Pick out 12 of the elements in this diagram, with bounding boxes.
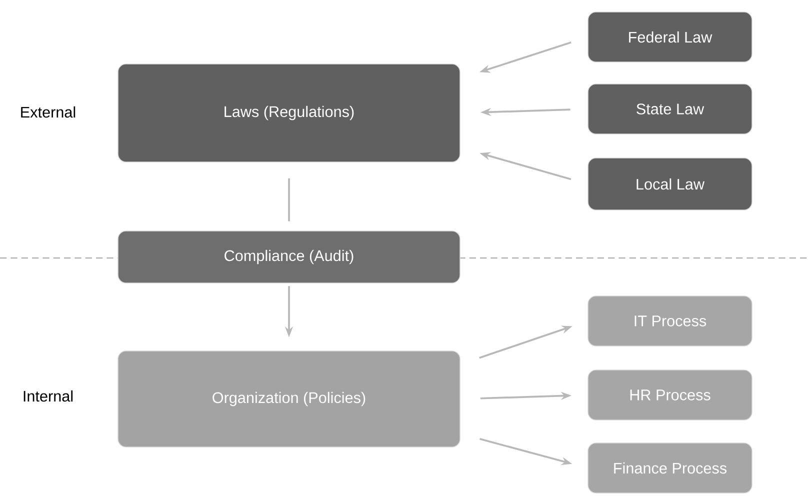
process-box: Local Law <box>588 158 752 210</box>
process-box: Finance Process <box>588 442 752 494</box>
zone-label: Internal <box>24 390 73 402</box>
process-box: State Law <box>588 84 752 134</box>
process-box: Laws (Regulations) <box>118 64 460 162</box>
process-box: Federal Law <box>588 12 752 62</box>
process-box: Compliance (Audit) <box>118 230 460 284</box>
connector-line <box>288 178 290 222</box>
process-box: Organization (Policies) <box>118 350 460 448</box>
process-box: IT Process <box>588 296 752 346</box>
zone-label: External <box>21 106 76 118</box>
process-box: HR Process <box>588 370 752 420</box>
